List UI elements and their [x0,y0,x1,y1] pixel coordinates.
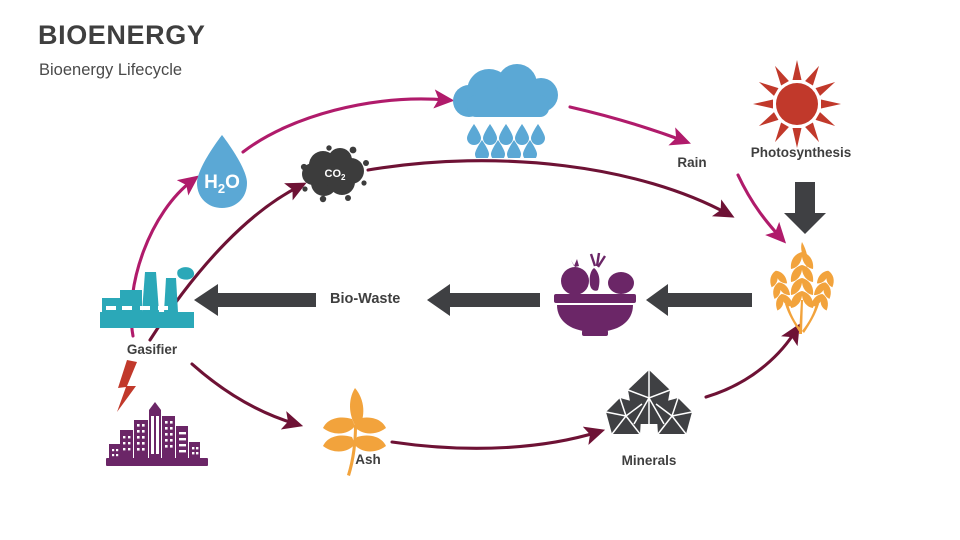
city-skyline-icon [104,396,210,473]
connector-photosynthesis-to-crops [736,173,787,244]
sun-icon [751,58,843,155]
connector-rain-to-crops [568,105,691,146]
node-label-gasifier: Gasifier [126,342,178,357]
food-bowl-icon [541,250,649,341]
rain-cloud-icon [445,62,573,163]
co2-cloud-icon: CO2 [296,143,374,210]
block-arrow-crops-to-food [646,284,752,316]
gasifier-factory-icon [98,266,196,339]
lightning-bolt-icon [117,360,137,412]
node-label-photosynthesis: Photosynthesis [750,145,852,160]
connector-minerals-to-crops [704,323,800,399]
page-title: BIOENERGY [38,20,206,50]
co2-label: CO2 [325,168,347,182]
water-label: H2O [204,172,240,196]
block-arrow-food-to-biowaste [427,284,540,316]
connector-gasifier-to-ash [190,362,304,430]
page-subtitle: Bioenergy Lifecycle [39,61,183,79]
water-drop-icon: H2O [191,133,253,216]
node-label-rain: Rain [677,155,707,170]
block-arrow-photosynthesis-down [784,182,826,234]
connector-ash-to-minerals [390,426,606,450]
wheat-icon [758,238,846,339]
minerals-crystal-icon [604,368,694,449]
node-label-ash: Ash [355,452,381,467]
node-label-minerals: Minerals [621,453,677,468]
flow-label-bio-waste: Bio-Waste [330,291,401,307]
connector-co2-to-crops [366,159,735,218]
connector-water-to-rain [241,89,455,154]
block-arrow-biowaste-to-gasifier [194,284,316,316]
ash-leaf-icon [316,385,394,482]
